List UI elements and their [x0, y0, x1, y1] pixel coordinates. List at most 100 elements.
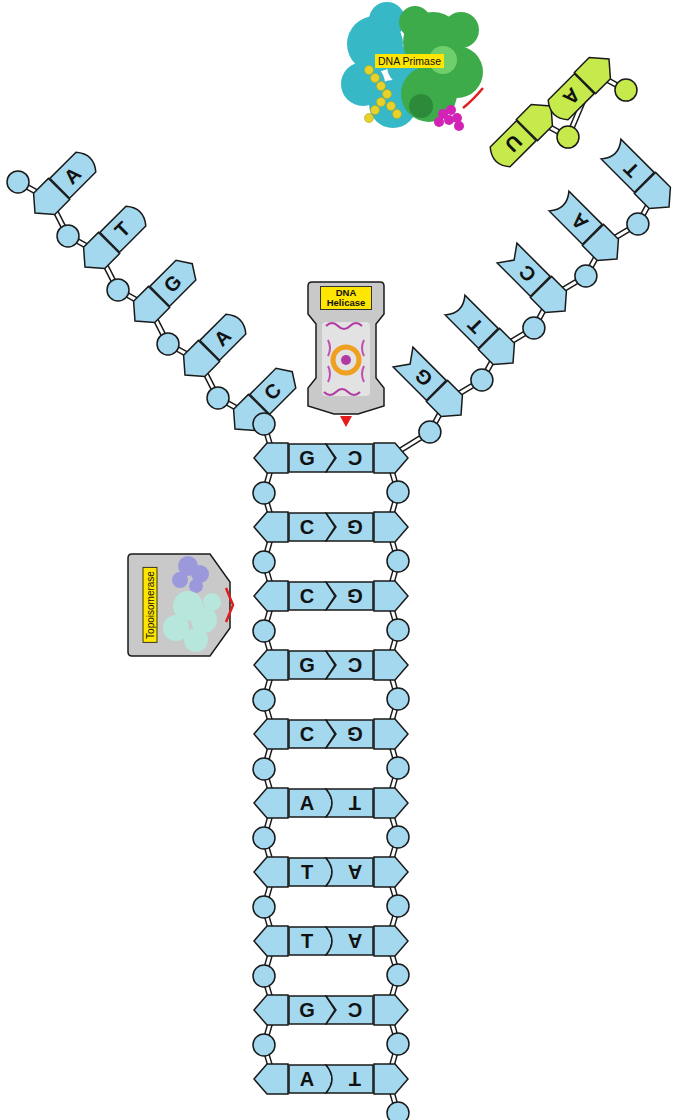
- nucleotide-backbone: [253, 827, 288, 887]
- nucleotide-backbone: [253, 482, 288, 542]
- nucleotide-backbone: [374, 1064, 409, 1120]
- phosphate: [387, 895, 409, 917]
- nucleotide-base: T: [326, 1064, 374, 1094]
- base-letter: G: [336, 719, 374, 749]
- phosphate: [253, 689, 275, 711]
- nucleotide-backbone: [374, 443, 409, 503]
- nucleotide-backbone: [253, 758, 288, 818]
- deoxyribose-sugar: [254, 788, 288, 818]
- base-letter: C: [336, 650, 374, 680]
- phosphate: [387, 757, 409, 779]
- phosphate: [387, 964, 409, 986]
- nucleotide-base: G: [326, 581, 374, 611]
- backbone-links: [18, 73, 655, 1113]
- base-letter: G: [336, 581, 374, 611]
- enzyme-label: DNA Primase: [375, 54, 444, 68]
- deoxyribose-sugar: [254, 1064, 288, 1094]
- deoxyribose-sugar: [374, 857, 408, 887]
- base-letter: C: [288, 512, 326, 542]
- base-letter: G: [336, 512, 374, 542]
- nucleotide-backbone: [374, 512, 409, 572]
- phosphate: [387, 481, 409, 503]
- phosphate: [2, 166, 33, 197]
- nucleotide-backbone: [253, 896, 288, 956]
- base-letter: G: [288, 443, 326, 473]
- phosphate: [387, 826, 409, 848]
- phosphate: [387, 619, 409, 641]
- nucleotide-backbone: [374, 719, 409, 779]
- nucleotide-base: C: [326, 443, 374, 473]
- nucleotide-backbone: [52, 211, 119, 278]
- nucleotide-base: A: [326, 926, 374, 956]
- phosphate: [102, 274, 133, 305]
- base-letter: A: [288, 788, 326, 818]
- base-letter: C: [336, 443, 374, 473]
- nucleotide-backbone: [374, 788, 409, 848]
- base-letter: A: [336, 926, 374, 956]
- deoxyribose-sugar: [374, 788, 408, 818]
- deoxyribose-sugar: [254, 857, 288, 887]
- phosphate: [202, 382, 233, 413]
- base-letter: G: [288, 650, 326, 680]
- sugar-phosphate-layer: [2, 48, 680, 1120]
- nucleotide-backbone: [253, 1034, 288, 1094]
- nucleotide-base: A: [326, 857, 374, 887]
- phosphate: [387, 1102, 409, 1120]
- base-letter: A: [336, 857, 374, 887]
- phosphate: [466, 364, 497, 395]
- deoxyribose-sugar: [254, 926, 288, 956]
- base-letter: T: [336, 1064, 374, 1094]
- enzyme-label: DNA Helicase: [320, 286, 372, 310]
- nucleotide-backbone: [374, 995, 409, 1055]
- phosphate: [253, 620, 275, 642]
- base-letter: C: [288, 719, 326, 749]
- deoxyribose-sugar: [254, 650, 288, 680]
- topoisomerase-enzyme: Topoisomerase: [126, 552, 234, 658]
- nucleotide-backbone: [374, 857, 409, 917]
- nucleotide-backbone: [374, 650, 409, 710]
- helicase-enzyme: DNA Helicase: [306, 280, 386, 428]
- nucleotide-backbone: [457, 328, 524, 395]
- base-letter: C: [336, 995, 374, 1025]
- deoxyribose-sugar: [254, 443, 288, 473]
- deoxyribose-sugar: [374, 719, 408, 749]
- deoxyribose-sugar: [374, 1064, 408, 1094]
- base-letter: T: [336, 788, 374, 818]
- nucleotide-backbone: [253, 620, 288, 680]
- phosphate: [52, 220, 83, 251]
- deoxyribose-sugar: [374, 995, 408, 1025]
- phosphate: [570, 260, 601, 291]
- nucleotide-base: C: [326, 650, 374, 680]
- nucleotide-base: T: [326, 788, 374, 818]
- base-letter: G: [288, 995, 326, 1025]
- phosphate: [253, 482, 275, 504]
- nucleotide-backbone: [374, 581, 409, 641]
- phosphate: [253, 551, 275, 573]
- phosphate: [387, 1033, 409, 1055]
- nucleotide-backbone: [253, 413, 288, 473]
- deoxyribose-sugar: [254, 512, 288, 542]
- nucleotide-backbone: [613, 172, 680, 239]
- nucleotide-backbone: [509, 276, 576, 343]
- nucleotide-backbone: [253, 689, 288, 749]
- deoxyribose-sugar: [254, 719, 288, 749]
- phosphate: [253, 827, 275, 849]
- nucleotide-base: C: [326, 995, 374, 1025]
- deoxyribose-sugar: [374, 512, 408, 542]
- phosphate: [622, 208, 653, 239]
- phosphate: [414, 416, 445, 447]
- phosphate: [253, 896, 275, 918]
- deoxyribose-sugar: [374, 650, 408, 680]
- base-letter: T: [288, 926, 326, 956]
- nucleotide-backbone: [253, 551, 288, 611]
- phosphate: [253, 965, 275, 987]
- nucleotide-backbone: [374, 926, 409, 986]
- nucleotide-backbone: [574, 48, 641, 115]
- phosphate: [253, 413, 275, 435]
- nucleotide-backbone: [152, 319, 219, 386]
- primase-enzyme: DNA Primase: [345, 2, 485, 130]
- nucleotide-base: G: [326, 512, 374, 542]
- deoxyribose-sugar: [374, 581, 408, 611]
- base-letter: A: [288, 1064, 326, 1094]
